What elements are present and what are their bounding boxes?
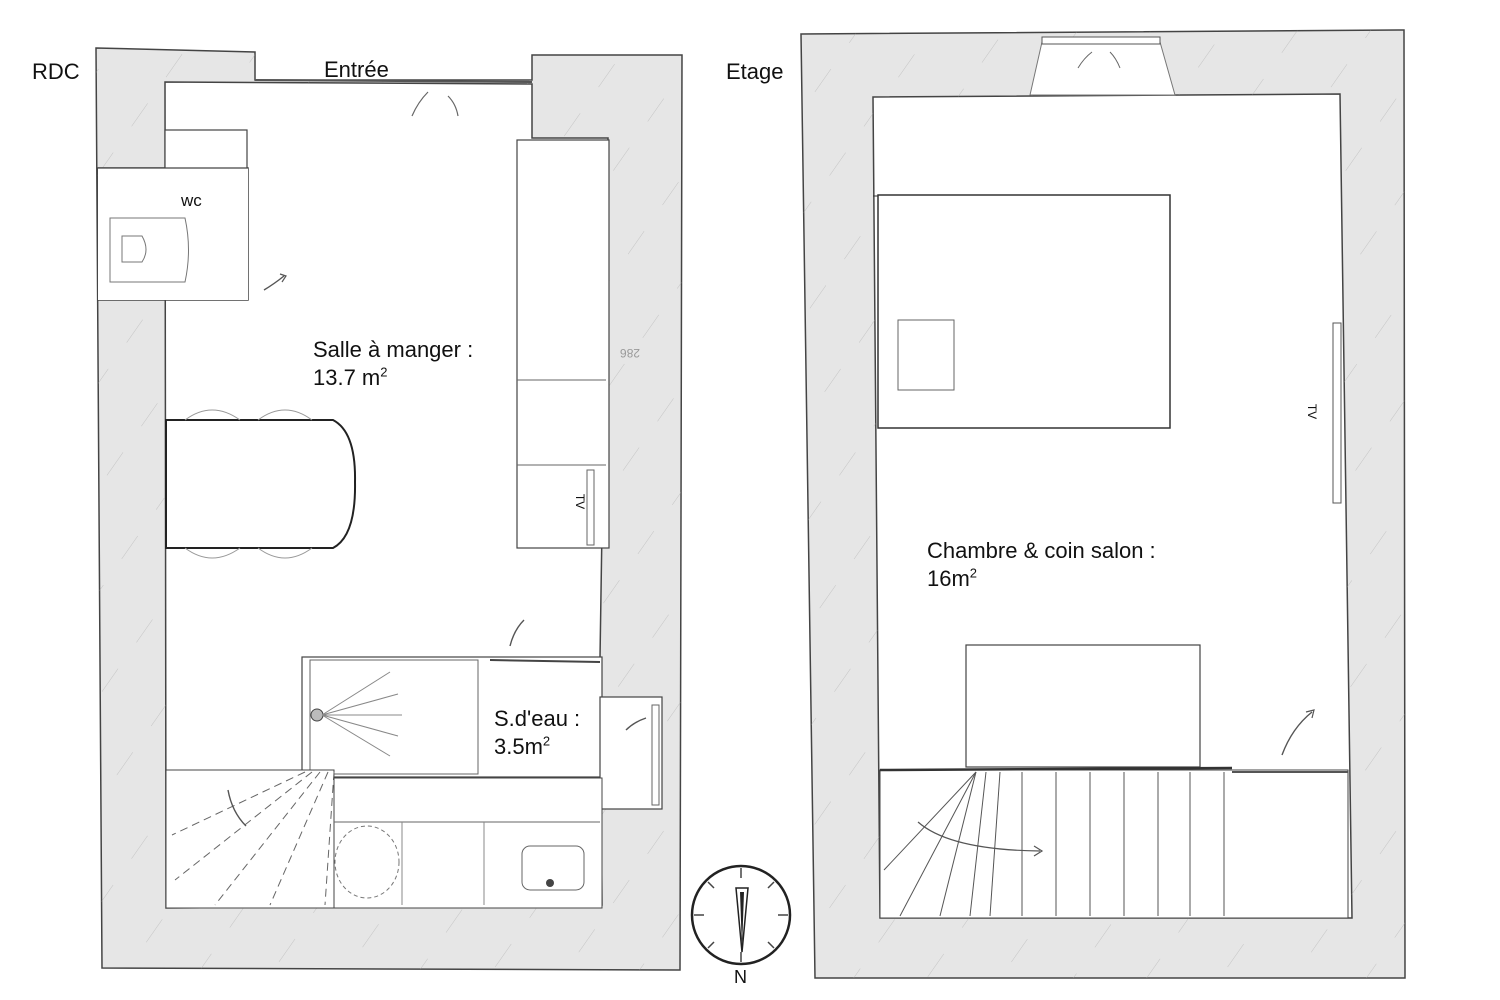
stair-icon <box>917 821 1041 852</box>
dining-room-name: Salle à manger : <box>313 337 474 362</box>
compass-icon <box>690 864 792 966</box>
shower-room-area: 3.5m2 <box>494 733 551 759</box>
upper-stairs <box>879 766 1349 919</box>
door-swing-icon <box>625 717 647 731</box>
door-swing-icon <box>509 619 525 647</box>
wc-label: WC <box>181 191 202 210</box>
upper-floor-title: Etage <box>726 59 784 84</box>
compass-north-label: N <box>734 967 747 987</box>
ground-floor-title: RDC <box>32 59 80 84</box>
upper-floor-plan <box>800 29 1406 979</box>
bedroom-label: Chambre & coin salon : 16m2 <box>927 537 1156 592</box>
shower-room <box>301 619 663 810</box>
wc-room <box>97 129 287 301</box>
toilet-icon <box>109 217 189 283</box>
bedroom-area: 16m2 <box>927 565 978 591</box>
ground-stairs <box>165 769 335 909</box>
entrance-label: Entrée <box>324 57 389 82</box>
upper-tv-label: TV <box>1305 403 1320 420</box>
ground-floor-plan <box>95 47 683 971</box>
dining-room-area: 13.7 m2 <box>313 364 388 390</box>
entrance-door-line <box>254 79 533 83</box>
ground-tv-label: TV <box>573 493 588 510</box>
dimension-note: 286 <box>620 346 641 360</box>
dining-room-label: Salle à manger : 13.7 m2 <box>313 336 473 391</box>
sofa-icon <box>965 644 1201 768</box>
bed-icon <box>873 194 1171 429</box>
tv-unit <box>1332 322 1342 504</box>
door-swing-icon <box>411 91 459 117</box>
sink-icon <box>521 845 585 891</box>
window-icon <box>1029 41 1176 96</box>
shower-icon <box>310 708 324 722</box>
toilet-icon <box>334 825 400 899</box>
bedroom-name: Chambre & coin salon : <box>927 538 1156 563</box>
shower-room-label: S.d'eau : 3.5m2 <box>494 705 580 760</box>
door-swing-icon <box>1281 711 1313 756</box>
kitchen-counter <box>516 139 610 549</box>
shower-room-name: S.d'eau : <box>494 706 581 731</box>
dining-table <box>165 409 357 559</box>
door-swing-icon <box>263 275 285 291</box>
stair-icon <box>227 789 247 827</box>
